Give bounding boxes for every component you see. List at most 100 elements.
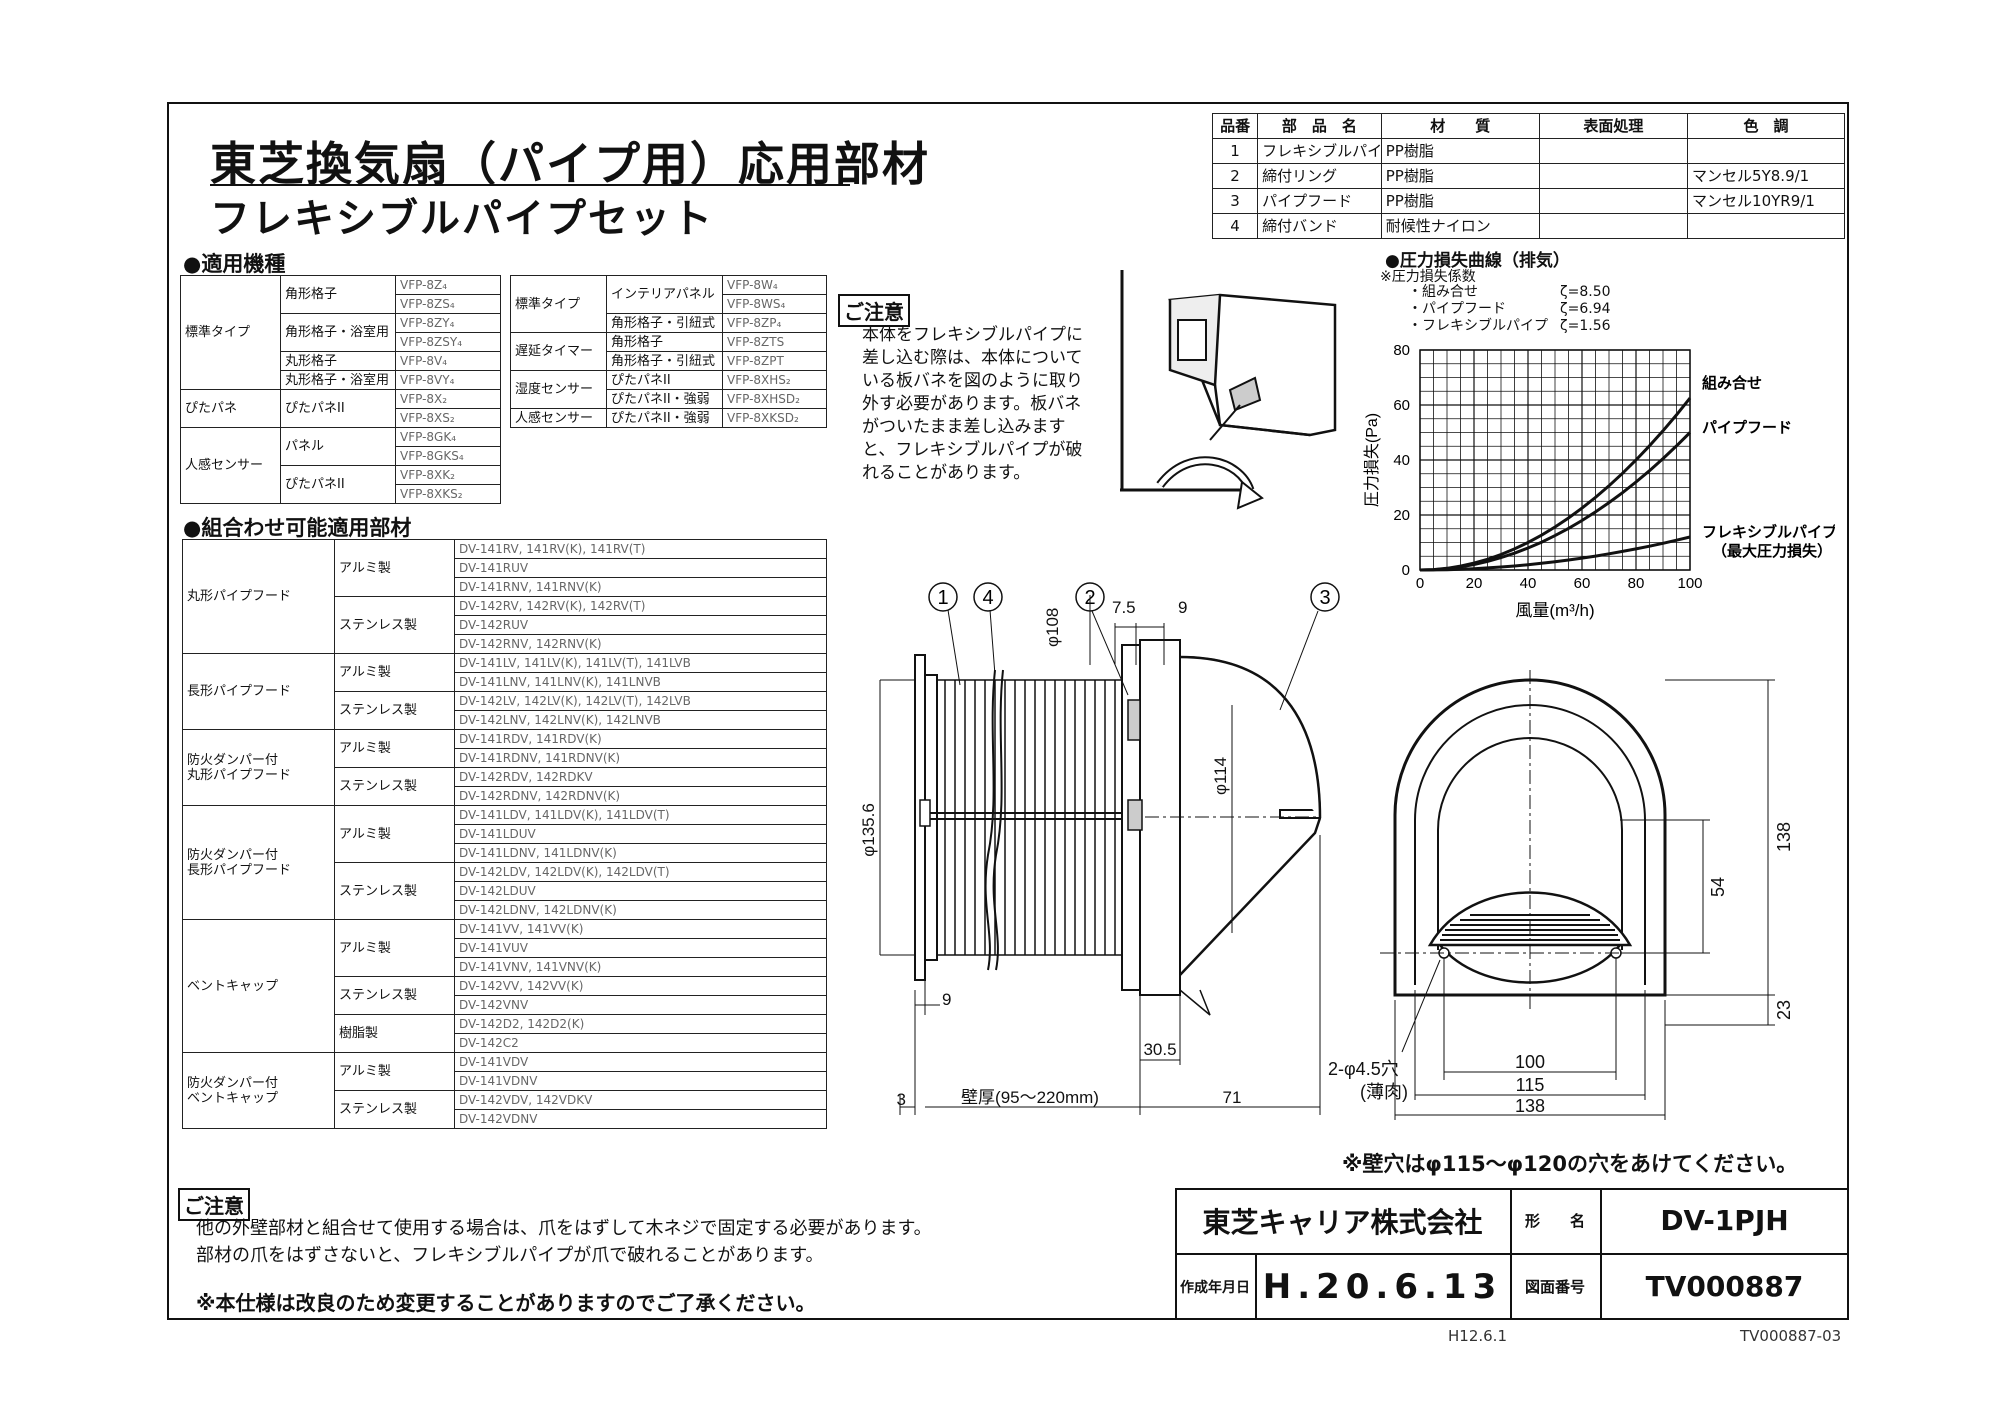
x-tick-label: 60 bbox=[1574, 575, 1591, 592]
parts-cell: 1 bbox=[1211, 138, 1259, 164]
combo-models-cell: DV-141LDUV bbox=[454, 824, 827, 844]
parts-cell bbox=[1538, 163, 1689, 189]
combo-material-cell: アルミ製 bbox=[334, 539, 455, 597]
caution-text-top: 本体をフレキシブルパイプに 差し込む際は、本体について いる板バネを図のように取… bbox=[862, 325, 1083, 483]
combo-models-cell: DV-141RDNV, 141RDNV(K) bbox=[454, 748, 827, 768]
combo-material-cell: 樹脂製 bbox=[334, 1014, 455, 1053]
model-left-model-cell: VFP-8Z₄ bbox=[395, 275, 501, 295]
model-left-model-cell: VFP-8GKS₄ bbox=[395, 446, 501, 466]
model-left-type-cell: 標準タイプ bbox=[180, 275, 281, 390]
dim-d135-6: φ135.6 bbox=[860, 803, 878, 857]
date-label: 作成年月日 bbox=[1180, 1279, 1250, 1296]
model-right-model-cell: VFP-8ZTS bbox=[722, 332, 827, 352]
model-left-grille-cell: 角形格子 bbox=[280, 275, 396, 314]
combo-material-cell: ステンレス製 bbox=[334, 1090, 455, 1129]
installation-illustration bbox=[1120, 270, 1337, 510]
y-tick-label: 80 bbox=[1393, 342, 1410, 359]
chart-coefficients-heading: ※圧力損失係数 bbox=[1380, 269, 1476, 285]
combo-models-cell: DV-142VDV, 142VDKV bbox=[454, 1090, 827, 1110]
model-left-grille-cell: ぴたパネII bbox=[280, 465, 396, 504]
combo-row: DV-142RDNV, 142RDNV(K) bbox=[183, 786, 827, 806]
y-tick-label: 40 bbox=[1393, 452, 1410, 469]
model-left-model-cell: VFP-8ZS₄ bbox=[395, 294, 501, 314]
balloon-1 bbox=[928, 582, 958, 612]
x-tick-label: 80 bbox=[1628, 575, 1645, 592]
coefficient-value: ζ=6.94 bbox=[1560, 301, 1611, 317]
combo-material-cell: アルミ製 bbox=[334, 919, 455, 977]
dim-3: 3 bbox=[897, 1090, 906, 1109]
parts-header-cell: 材 質 bbox=[1380, 113, 1540, 139]
wall-hole-note: ※壁穴はφ115～φ120の穴をあけてください。 bbox=[1342, 1152, 1798, 1176]
combo-group-cell: 長形パイプフード bbox=[182, 653, 335, 730]
model-left-grille-cell: ぴたパネII bbox=[280, 389, 396, 428]
series-label: （最大圧力損失） bbox=[1712, 542, 1832, 560]
combo-row: DV-142C2 bbox=[183, 1033, 827, 1053]
combo-models-cell: DV-141RNV, 141RNV(K) bbox=[454, 577, 827, 597]
model-right-row: VFP-8WS₄ bbox=[511, 294, 827, 314]
model-right-grille-cell: 角形格子 bbox=[606, 332, 723, 352]
model-left-grille-cell: パネル bbox=[280, 427, 396, 466]
side-view-dimensions: φ135.6 φ108 7.5 9 φ114 9 30.5 3 壁厚(95～22… bbox=[860, 598, 1241, 1109]
combo-material-cell: アルミ製 bbox=[334, 805, 455, 863]
footer-right: TV000887-03 bbox=[1740, 1327, 1842, 1345]
dim-d108: φ108 bbox=[1043, 608, 1062, 647]
combo-models-cell: DV-141VV, 141VV(K) bbox=[454, 919, 827, 939]
y-tick-label: 60 bbox=[1393, 397, 1410, 414]
dim-115: 115 bbox=[1516, 1075, 1545, 1095]
model-left-grille-cell: 角形格子・浴室用 bbox=[280, 313, 396, 352]
caution-label-bottom: ご注意 bbox=[178, 1188, 250, 1221]
parts-cell: 締付リング bbox=[1257, 163, 1382, 189]
model-right-grille-cell: 角形格子・引紐式 bbox=[606, 313, 723, 333]
model-left-model-cell: VFP-8XS₂ bbox=[395, 408, 501, 428]
combo-models-cell: DV-142RDV, 142RDKV bbox=[454, 767, 827, 787]
parts-cell: PP樹脂 bbox=[1380, 188, 1540, 214]
combo-models-cell: DV-141LNV, 141LNV(K), 141LNVB bbox=[454, 672, 827, 692]
company-name: 東芝キャリア株式会社 bbox=[1202, 1205, 1483, 1239]
caution-label-top: ご注意 bbox=[838, 294, 910, 327]
x-tick-label: 100 bbox=[1677, 575, 1702, 592]
model-left-type-cell: ぴたパネ bbox=[180, 389, 281, 428]
side-view-drawing: 1 4 2 3 φ135.6 φ108 7.5 bbox=[860, 582, 1340, 1115]
combo-models-cell: DV-142C2 bbox=[454, 1033, 827, 1053]
combo-models-cell: DV-142RV, 142RV(K), 142RV(T) bbox=[454, 596, 827, 616]
combo-models-cell: DV-142RUV bbox=[454, 615, 827, 635]
parts-cell: 2 bbox=[1211, 163, 1259, 189]
dim-54: 54 bbox=[1708, 877, 1728, 897]
creation-date: H.20.6.13 bbox=[1262, 1266, 1503, 1307]
parts-row: 1フレキシブルパイプPP樹脂 bbox=[1211, 138, 1845, 164]
model-left-model-cell: VFP-8VY₄ bbox=[395, 370, 501, 390]
combo-material-cell: ステンレス製 bbox=[334, 976, 455, 1015]
dim-d114: φ114 bbox=[1211, 757, 1230, 795]
front-view-dimensions: 138 54 23 100 115 138 2-φ4.5穴 (薄肉) bbox=[1328, 822, 1794, 1116]
combo-models-cell: DV-141LDNV, 141LDNV(K) bbox=[454, 843, 827, 863]
combo-row: DV-142RNV, 142RNV(K) bbox=[183, 634, 827, 654]
drawing-number: TV000887 bbox=[1645, 1270, 1804, 1303]
parts-cell: PP樹脂 bbox=[1380, 138, 1540, 164]
combo-models-cell: DV-141LDV, 141LDV(K), 141LDV(T) bbox=[454, 805, 827, 825]
dim-9-bottom: 9 bbox=[942, 990, 951, 1009]
combo-row: DV-142VDNV bbox=[183, 1109, 827, 1129]
model-left-model-cell: VFP-8GK₄ bbox=[395, 427, 501, 447]
front-view-drawing: 138 54 23 100 115 138 2-φ4.5穴 (薄肉) bbox=[1328, 670, 1794, 1120]
parts-cell: PP樹脂 bbox=[1380, 163, 1540, 189]
combo-models-cell: DV-142LDNV, 142LDNV(K) bbox=[454, 900, 827, 920]
dim-wall-thickness: 壁厚(95～220mm) bbox=[961, 1088, 1099, 1107]
chart-coefficient-names: ・組み合せ ・パイプフード ・フレキシブルパイプ bbox=[1408, 284, 1548, 335]
parts-cell bbox=[1687, 213, 1845, 239]
chart-coefficient-values: ζ=8.50 ζ=6.94 ζ=1.56 bbox=[1560, 284, 1611, 335]
model-right-model-cell: VFP-8XHSD₂ bbox=[722, 389, 827, 409]
caution-text-bottom-1: 他の外壁部材と組合せて使用する場合は、爪をはずして木ネジで固定する必要があります… bbox=[196, 1218, 932, 1239]
y-tick-label: 0 bbox=[1402, 562, 1410, 579]
combo-models-cell: DV-141VNV, 141VNV(K) bbox=[454, 957, 827, 977]
x-tick-label: 20 bbox=[1466, 575, 1483, 592]
dim-hole-note: (薄肉) bbox=[1360, 1082, 1408, 1102]
drawing-frame bbox=[167, 102, 1849, 1320]
combo-models-cell: DV-142D2, 142D2(K) bbox=[454, 1014, 827, 1034]
